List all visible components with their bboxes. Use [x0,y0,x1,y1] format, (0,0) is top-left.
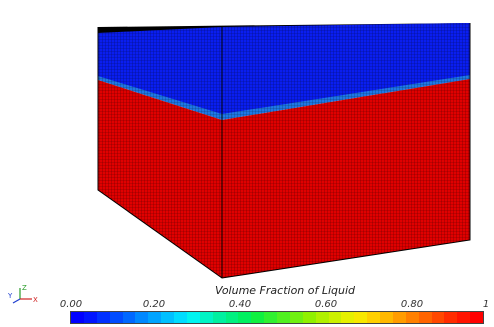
legend-colorbar [70,311,484,324]
colorbar-swatch [225,312,239,323]
legend-tick-3: 0.60 [314,299,338,310]
colorbar-swatch [289,312,303,323]
legend-tick-1: 0.20 [142,299,166,310]
legend-tick-2: 0.40 [228,299,252,310]
axes-triad-icon[interactable]: Y Z X [8,284,40,306]
colorbar-swatch [212,312,226,323]
colorbar-swatch [418,312,432,323]
colorbar-swatch [238,312,252,323]
colorbar-swatch [392,312,406,323]
colorbar-swatch [71,312,84,323]
triad-label-z: Z [22,284,27,292]
colorbar-swatch [135,312,149,323]
legend-tick-0: 0.00 [59,299,83,310]
colorbar-swatch [186,312,200,323]
colorbar-swatch [367,312,380,323]
colorbar-swatch [457,312,471,323]
colorbar-swatch [380,312,393,323]
colorbar-swatch [96,312,110,323]
colorbar-swatch [431,312,445,323]
colorbar-swatch [405,312,419,323]
triad-label-y: Y [8,292,13,300]
colorbar-swatch [315,312,329,323]
legend-tick-5: 1 [482,299,490,310]
colorbar-swatch [354,312,368,323]
mesh-left-overlay [98,27,222,278]
colorbar-swatch [199,312,213,323]
mesh-front-overlay [222,23,470,278]
colorbar-swatch [328,312,342,323]
triad-label-x: X [33,296,38,304]
colorbar-swatch [251,312,265,323]
colorbar-swatch [109,312,123,323]
colorbar-swatch [148,312,162,323]
colorbar-swatch [302,312,316,323]
colorbar-swatch [122,312,136,323]
legend-tick-4: 0.80 [400,299,424,310]
colorbar-swatch [341,312,355,323]
colorbar-swatch [277,312,290,323]
colorbar-swatch [470,312,483,323]
legend-title: Volume Fraction of Liquid [214,284,356,297]
colorbar-swatch [444,312,458,323]
colorbar-swatch [264,312,277,323]
colorbar-swatch [161,312,174,323]
colorbar-swatch [83,312,97,323]
colorbar-swatch [174,312,187,323]
